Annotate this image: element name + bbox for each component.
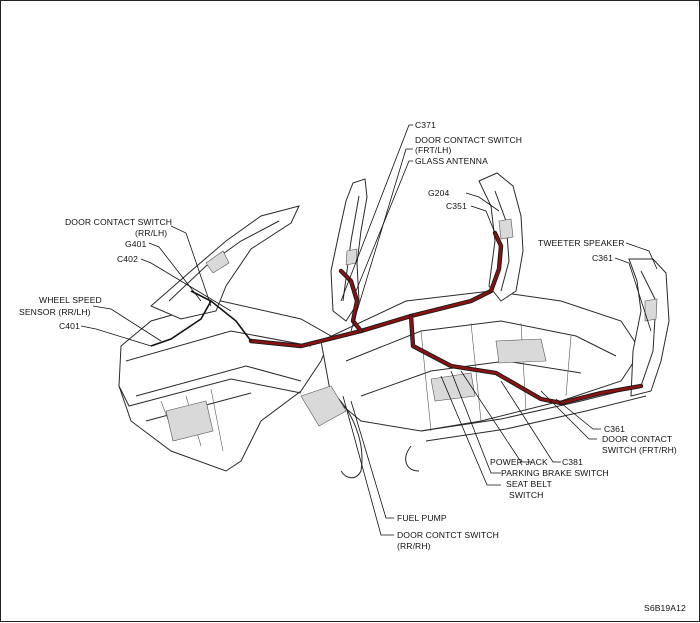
label-door-contact-rr-lh-line1: DOOR CONTACT SWITCH <box>65 217 172 227</box>
leader-door-contact-frt-rh <box>540 390 597 440</box>
label-wheel-speed-line1: WHEEL SPEED <box>39 295 102 305</box>
label-c351: C351 <box>446 201 467 211</box>
label-tweeter-speaker: TWEETER SPEAKER <box>538 238 625 248</box>
label-wheel-speed-line2: SENSOR (RR/LH) <box>19 307 91 317</box>
leader-tweeter <box>625 242 658 270</box>
leader-g401 <box>148 242 202 302</box>
wiring-harness <box>150 230 644 406</box>
label-c402: C402 <box>117 254 138 264</box>
label-door-contact-frt-rh-line2: SWITCH (FRT/RH) <box>602 445 677 455</box>
leader-c402 <box>140 258 232 312</box>
leader-glass-antenna <box>355 160 413 292</box>
label-seat-belt-line2: SWITCH <box>509 490 544 500</box>
label-c361-top: C361 <box>592 253 613 263</box>
label-parking-brake-switch: PARKING BRAKE SWITCH <box>501 468 609 478</box>
leader-door-contact-frt-lh <box>350 148 413 332</box>
label-fuel-pump: FUEL PUMP <box>397 513 447 523</box>
leader-c381 <box>500 380 561 463</box>
label-door-contact-rr-rh-line2: (RR/RH) <box>397 541 431 551</box>
leader-seat-belt <box>440 375 501 486</box>
leader-power-jack <box>460 370 531 463</box>
leader-fuel-pump <box>350 400 394 519</box>
label-c381: C381 <box>562 457 583 467</box>
label-door-contact-rr-rh-line1: DOOR CONTCT SWITCH <box>397 530 499 540</box>
leader-c361-top <box>614 257 652 332</box>
leader-lines <box>80 124 658 536</box>
leader-c351 <box>470 205 496 234</box>
label-power-jack: POWER JACK <box>490 457 548 467</box>
label-c371: C371 <box>415 120 436 130</box>
label-g204: G204 <box>428 188 450 198</box>
leader-parking-brake <box>450 370 501 474</box>
leader-door-contact-rr-rh <box>342 395 394 536</box>
label-g401: G401 <box>125 239 147 249</box>
leader-c371 <box>340 124 413 302</box>
label-door-contact-frt-rh-line1: DOOR CONTACT <box>602 434 673 444</box>
label-door-contact-rr-lh-line2: (RR/LH) <box>135 228 167 238</box>
leader-c401 <box>80 325 152 347</box>
leader-g204 <box>465 192 500 212</box>
label-door-contact-frt-lh-line1: DOOR CONTACT SWITCH <box>415 135 522 145</box>
figure-code: S6B19A12 <box>644 603 686 613</box>
label-c361-bottom: C361 <box>604 424 625 434</box>
leader-door-contact-rr-lh <box>170 225 212 307</box>
label-door-contact-frt-lh-line2: (FRT/LH) <box>415 145 451 155</box>
vehicle-body <box>118 172 670 479</box>
label-seat-belt-line1: SEAT BELT <box>506 479 552 489</box>
leader-c361-bottom <box>555 398 601 430</box>
callout-labels: C371 DOOR CONTACT SWITCH (FRT/LH) GLASS … <box>19 120 686 613</box>
label-c401: C401 <box>59 321 80 331</box>
label-glass-antenna: GLASS ANTENNA <box>415 156 488 166</box>
leader-wheel-speed <box>92 305 162 342</box>
